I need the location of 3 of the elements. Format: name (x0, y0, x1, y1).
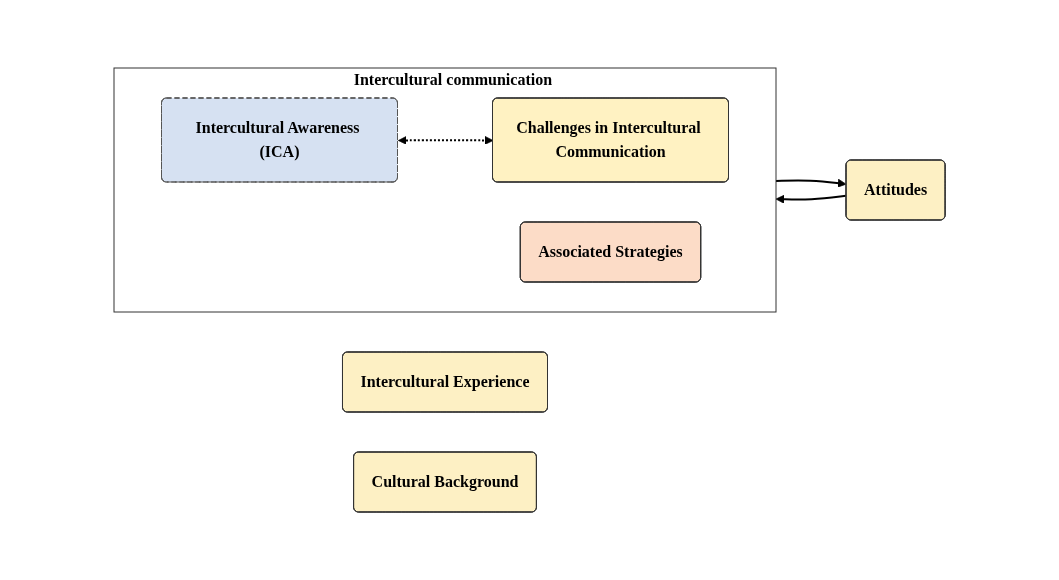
arrow (775, 194, 847, 204)
arrow (774, 178, 847, 188)
arrow (397, 136, 494, 145)
